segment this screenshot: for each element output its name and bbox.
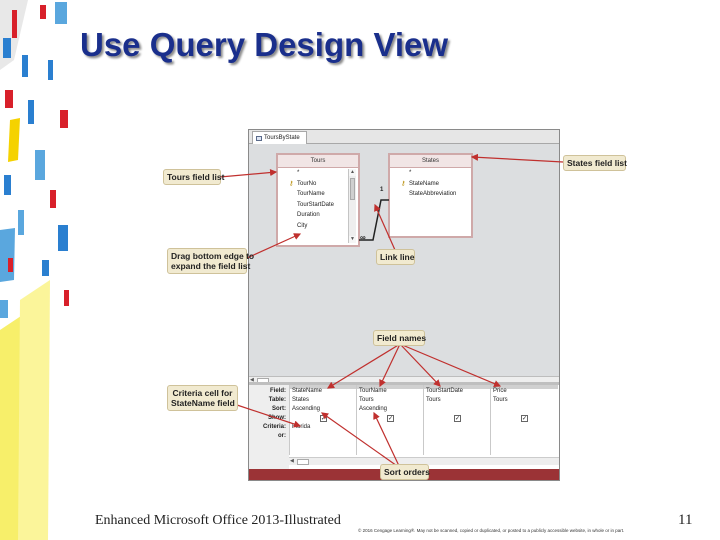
- field-item[interactable]: *: [409, 170, 412, 176]
- field-item[interactable]: TourName: [297, 191, 325, 197]
- show-checkbox[interactable]: ✓: [521, 415, 528, 422]
- field-item[interactable]: City: [297, 222, 308, 229]
- sort-cell[interactable]: Ascending: [292, 406, 321, 412]
- tours-field-list-title: Tours: [278, 155, 358, 168]
- callout-drag-bottom-edge: Drag bottom edge to expand the field lis…: [167, 248, 255, 274]
- table-cell[interactable]: States: [292, 397, 310, 403]
- query-tab[interactable]: ToursByState: [252, 131, 307, 144]
- join-many-label: ∞: [360, 233, 366, 242]
- grid-column-tourstartdate[interactable]: TourStartDate Tours ✓: [423, 385, 491, 455]
- query-design-grid: Field: Table: Sort: Show: Criteria: or: …: [249, 385, 559, 469]
- row-label-field: Field:: [270, 388, 286, 394]
- query-icon: [256, 135, 262, 141]
- callout-states-field-list: States field list: [563, 155, 627, 171]
- field-cell[interactable]: TourStartDate: [426, 388, 464, 394]
- callout-field-names: Field names: [373, 330, 426, 346]
- field-cell[interactable]: StateName: [292, 388, 323, 394]
- callout-criteria-line2: StateName field: [171, 398, 235, 408]
- column-selector[interactable]: [290, 385, 357, 389]
- states-field-list-title: States: [390, 155, 471, 168]
- field-cell[interactable]: Price: [493, 388, 507, 394]
- scroll-left-icon[interactable]: ◀: [290, 458, 294, 464]
- column-selector[interactable]: [491, 385, 558, 389]
- grid-column-tourname[interactable]: TourName Tours Ascending ✓: [356, 385, 424, 455]
- field-list-scrollbar[interactable]: ▲ ▼: [348, 169, 356, 243]
- field-item[interactable]: *: [297, 170, 300, 176]
- document-tab-bar: ToursByState: [249, 130, 559, 144]
- callout-tours-field-list: Tours field list: [163, 169, 224, 185]
- row-label-show: Show:: [268, 415, 286, 421]
- field-item[interactable]: ⚷TourNo: [289, 180, 317, 187]
- show-checkbox[interactable]: ✓: [454, 415, 461, 422]
- grid-column-statename[interactable]: StateName States Ascending ✓ Florida: [289, 385, 357, 455]
- sort-cell[interactable]: Ascending: [359, 406, 388, 412]
- scrollbar-thumb[interactable]: [350, 178, 355, 200]
- row-label-or: or:: [278, 433, 286, 439]
- field-item[interactable]: StateAbbreviation: [409, 191, 457, 197]
- primary-key-icon: ⚷: [401, 180, 406, 187]
- query-design-window: ToursByState Tours * ⚷TourNo TourName To…: [248, 129, 560, 481]
- field-item[interactable]: ⚷StateName: [401, 180, 440, 187]
- row-label-sort: Sort:: [272, 406, 286, 412]
- show-checkbox[interactable]: ✓: [320, 415, 327, 422]
- grid-scrollbar[interactable]: ◀: [289, 457, 559, 465]
- scroll-left-icon[interactable]: ◀: [250, 377, 254, 383]
- table-cell[interactable]: Tours: [426, 397, 441, 403]
- callout-drag-line2: expand the field list: [171, 261, 251, 271]
- tours-field-list[interactable]: Tours * ⚷TourNo TourName TourStartDate D…: [276, 153, 360, 247]
- show-checkbox[interactable]: ✓: [387, 415, 394, 422]
- callout-sort-orders: Sort orders: [380, 464, 430, 480]
- callout-drag-line1: Drag bottom edge to: [171, 251, 255, 261]
- grid-column-price[interactable]: Price Tours ✓: [490, 385, 558, 455]
- row-label-criteria: Criteria:: [262, 424, 286, 430]
- field-cell[interactable]: TourName: [359, 388, 387, 394]
- criteria-cell[interactable]: Florida: [292, 424, 311, 430]
- page-number: 11: [678, 512, 693, 528]
- states-field-list[interactable]: States * ⚷StateName StateAbbreviation: [388, 153, 473, 238]
- column-selector[interactable]: [424, 385, 491, 389]
- scrollbar-thumb[interactable]: [297, 459, 309, 465]
- query-tab-label: ToursByState: [264, 135, 300, 141]
- slide-title: Use Query Design View: [80, 26, 449, 63]
- grid-row-labels: Field: Table: Sort: Show: Criteria: or:: [249, 385, 289, 469]
- footer-copyright: © 2016 Cengage Learning®. May not be sca…: [358, 528, 625, 533]
- callout-link-line: Link line: [376, 249, 415, 265]
- decorative-stripe: [0, 0, 69, 540]
- table-cell[interactable]: Tours: [493, 397, 508, 403]
- footer-course-title: Enhanced Microsoft Office 2013-Illustrat…: [95, 513, 341, 528]
- scroll-up-icon[interactable]: ▲: [349, 169, 356, 176]
- table-cell[interactable]: Tours: [359, 397, 374, 403]
- primary-key-icon: ⚷: [289, 180, 294, 187]
- scroll-down-icon[interactable]: ▼: [349, 236, 356, 243]
- join-one-label: 1: [380, 187, 384, 193]
- field-item[interactable]: Duration: [297, 212, 320, 218]
- callout-criteria-cell: Criteria cell for StateName field: [167, 385, 238, 411]
- field-item[interactable]: TourStartDate: [297, 201, 335, 208]
- row-label-table: Table:: [268, 397, 286, 403]
- callout-criteria-line1: Criteria cell for: [172, 388, 233, 398]
